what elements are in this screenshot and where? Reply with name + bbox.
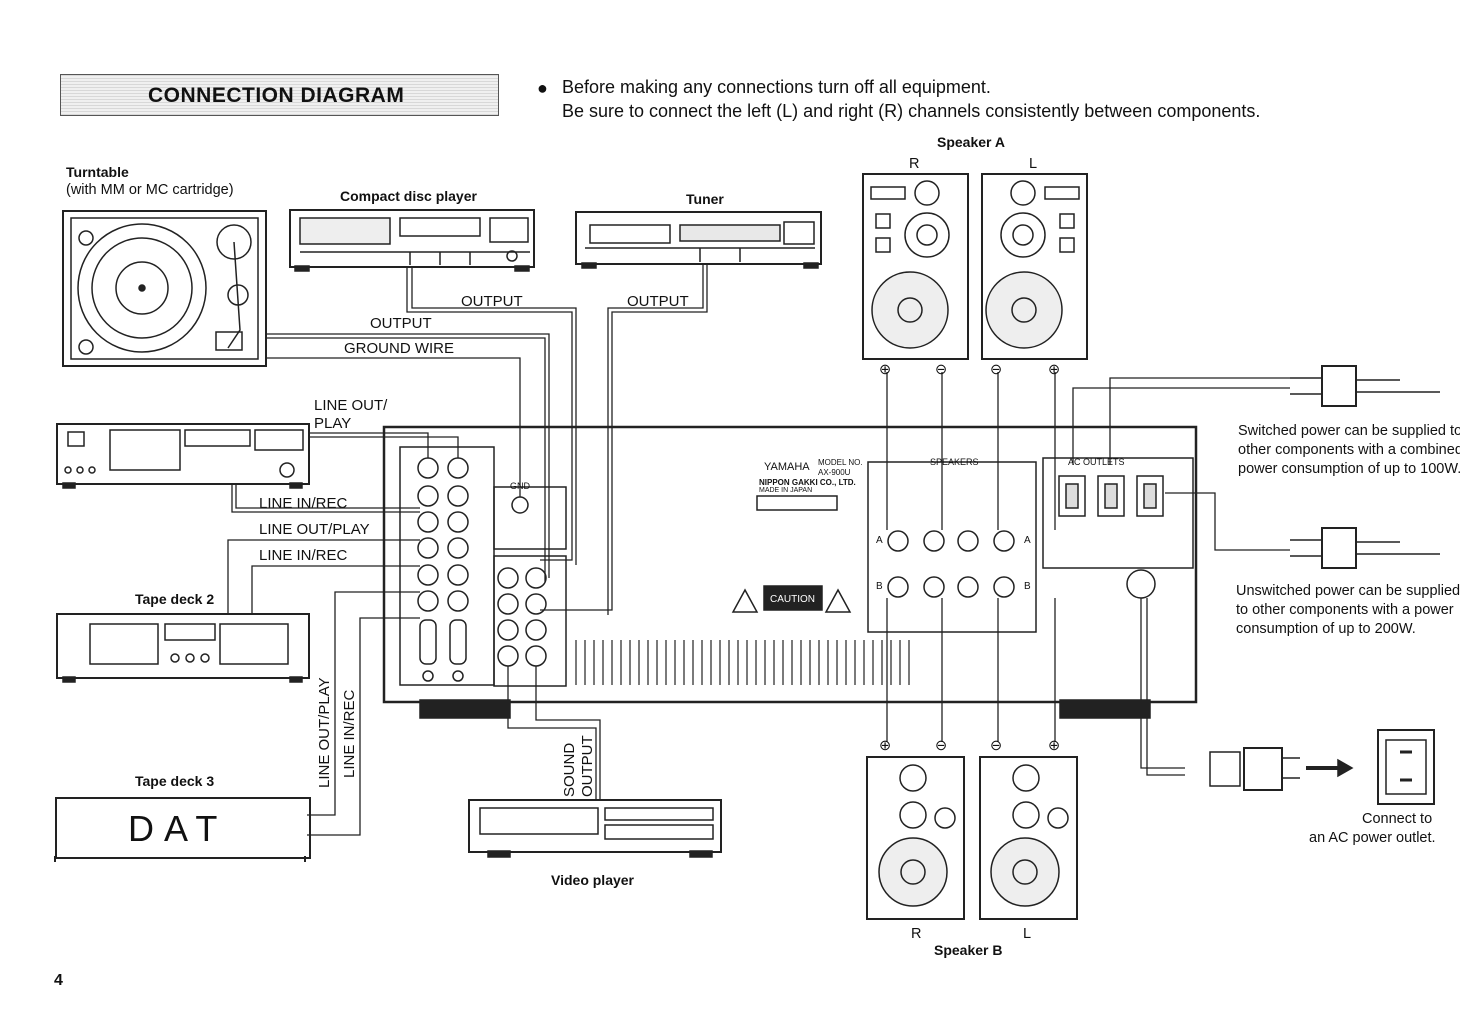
speaker-a-left-mark: L xyxy=(1029,156,1038,172)
line-out-play-label-1: LINE OUT/ xyxy=(314,397,388,414)
amp-speaker-b-mark: B xyxy=(876,581,883,592)
amp-model-label: MODEL NO. xyxy=(818,458,863,467)
video-player-device xyxy=(468,799,722,858)
speaker-a-l-minus: ⊖ xyxy=(990,362,1003,378)
amp-maker: NIPPON GAKKI CO., LTD. xyxy=(759,478,856,487)
amp-speaker-a-mark: A xyxy=(876,535,883,546)
turntable-output-label: OUTPUT xyxy=(370,315,432,332)
amp-gnd-label: GND xyxy=(510,481,530,491)
note-line-1: Before making any connections turn off a… xyxy=(562,77,991,97)
speaker-a-right-mark: R xyxy=(909,156,920,172)
ground-wire-label: GROUND WIRE xyxy=(344,340,454,357)
turntable-title: Turntable xyxy=(66,164,129,180)
cd-player-device xyxy=(289,209,535,272)
speaker-b-l-minus: ⊖ xyxy=(990,738,1003,754)
video-player-title: Video player xyxy=(551,872,635,888)
tuner-output-label: OUTPUT xyxy=(627,293,689,310)
tape-deck-3-title: Tape deck 3 xyxy=(135,773,215,789)
note-bullet: ● xyxy=(537,78,548,98)
amp-speaker-b-mark-right: B xyxy=(1024,581,1031,592)
speaker-b-r-minus: ⊖ xyxy=(935,738,948,754)
tape2-line-in-rec-label: LINE IN/REC xyxy=(259,547,348,564)
speaker-b-l-plus: ⊕ xyxy=(1048,738,1061,754)
speaker-b-r-plus: ⊕ xyxy=(879,738,892,754)
speaker-b-left xyxy=(979,756,1078,920)
line-out-play-label-2: PLAY xyxy=(314,415,352,432)
dat-label: DAT xyxy=(128,808,228,849)
speaker-a-l-plus: ⊕ xyxy=(1048,362,1061,378)
amp-power-plug xyxy=(1209,747,1354,791)
amplifier-rear-panel xyxy=(382,425,1198,719)
tuner-device xyxy=(575,211,822,269)
tape-deck-2-title: Tape deck 2 xyxy=(135,591,215,607)
speaker-b-right xyxy=(866,756,965,920)
note-line-2: Be sure to connect the left (L) and righ… xyxy=(562,101,1261,121)
tuner-title: Tuner xyxy=(686,191,724,207)
amp-speaker-a-mark-right: A xyxy=(1024,535,1031,546)
speaker-b-title: Speaker B xyxy=(934,942,1003,958)
speaker-a-r-minus: ⊖ xyxy=(935,362,948,378)
unswitched-power-plug xyxy=(1290,527,1440,569)
speaker-a-r-plus: ⊕ xyxy=(879,362,892,378)
tape-deck-2-device xyxy=(56,613,310,683)
page-number: 4 xyxy=(54,972,63,989)
speaker-b-right-mark: R xyxy=(911,926,922,942)
outlet-note-2: an AC power outlet. xyxy=(1309,830,1436,846)
cd-player-title: Compact disc player xyxy=(340,188,477,204)
cd-output-label: OUTPUT xyxy=(461,293,523,310)
page-title: CONNECTION DIAGRAM xyxy=(148,84,405,107)
speaker-b-left-mark: L xyxy=(1023,926,1032,942)
amp-caution-text: CAUTION xyxy=(770,594,815,605)
amp-model: AX-900U xyxy=(818,468,851,477)
switched-power-plug xyxy=(1290,365,1440,407)
speaker-a-left xyxy=(981,173,1088,360)
amp-speakers-text: SPEAKERS xyxy=(930,457,979,467)
unswitched-power-note: Unswitched power can be supplied to othe… xyxy=(1236,583,1460,637)
switched-power-note: Switched power can be supplied to other … xyxy=(1238,423,1460,477)
amp-brand-text: YAMAHA xyxy=(764,461,810,473)
title-banner xyxy=(60,74,499,116)
amp-ac-outlets-text: AC OUTLETS xyxy=(1068,457,1125,467)
speaker-a-right xyxy=(862,173,969,360)
outlet-note-1: Connect to xyxy=(1362,811,1433,827)
tape2-line-out-play-label: LINE OUT/PLAY xyxy=(259,521,370,538)
amp-origin: MADE IN JAPAN xyxy=(759,487,813,494)
tape-deck-1 xyxy=(56,423,310,489)
dat-deck xyxy=(55,797,311,859)
cables xyxy=(227,264,1290,836)
turntable xyxy=(62,210,267,367)
turntable-subtitle: (with MM or MC cartridge) xyxy=(66,182,234,198)
speaker-a-title: Speaker A xyxy=(937,134,1005,150)
wall-outlet xyxy=(1377,729,1435,805)
